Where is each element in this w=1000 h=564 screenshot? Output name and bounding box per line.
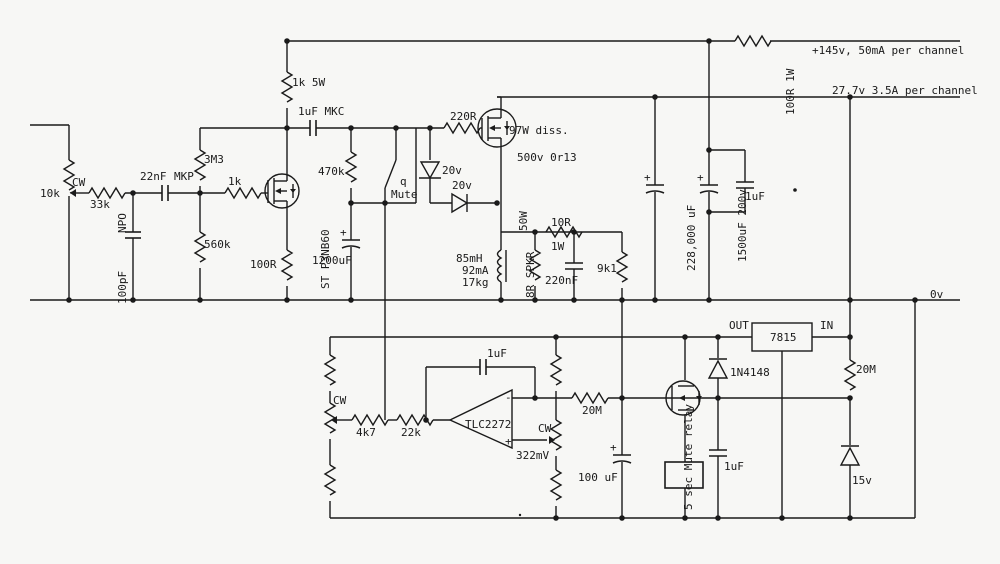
r-10r-watt: 1W [551,240,565,253]
c-1500uf-label: 1500uF 200v [736,189,749,262]
diode-label: 1N4148 [730,366,770,379]
c-1500uf-plus: + [697,171,704,184]
q2-mosfet [477,97,517,232]
c-1200uf-label: 1200uF [312,254,352,267]
regulator-in: IN [820,319,833,332]
r-1k-label: 1k [228,175,242,188]
q2-rating: 500v 0r13 [517,151,577,164]
r-33k-label: 33k [90,198,110,211]
r-20m-fb-label: 20M [582,404,602,417]
mute-switch[interactable] [384,128,416,420]
q1-mosfet [264,165,300,250]
c-npo-type: NPO [116,213,129,233]
r-560k-label: 560k [204,238,231,251]
input-pot-cw: CW [72,176,86,189]
r-9k1-label: 9k1 [597,262,617,275]
opamp-plus: + [505,435,512,448]
spkr-inductance: 85mH [456,252,483,265]
c-1uf-mkc-label: 1uF MKC [298,105,344,118]
c-1uf-hv-label: 1uF [745,190,765,203]
bias-pot-cw: CW [333,394,347,407]
opamp-tlc2272 [448,388,572,450]
r-10r-label: 10R [551,216,571,229]
regulator-out: OUT [729,319,749,332]
q1-label: ST P3NB60 [319,229,332,289]
spkr-mass: 17kg [462,276,489,289]
c-1uf-r-label: 1uF [724,460,744,473]
hv-rail [287,35,960,47]
regulator-label: 7815 [770,331,797,344]
r-100r-label: 100R [250,258,277,271]
ref-pot-cw: CW [538,422,552,435]
lv-rail-label: 27.7v 3.5A per channel [832,84,978,97]
mute-label: Mute [391,188,418,201]
c-22nf-type: MKP [174,170,194,183]
c-100uf-plus: + [610,441,617,454]
c-22nf-value: 22nF [140,170,167,183]
r-1k5w-label: 1k 5W [292,76,325,89]
r-100r1w-label: 100R 1W [784,68,797,115]
opamp-minus: - [505,391,512,404]
c-npo-value: 100pF [116,271,129,304]
r-3m3-label: 3M3 [204,153,224,166]
input-pot-value: 10k [40,187,60,200]
junction-dots [66,38,918,521]
zener-b-label: 20v [452,179,472,192]
r-220r-label: 220R [450,110,477,123]
c-1uf-fb-label: 1uF [487,347,507,360]
input-pot [30,124,77,300]
r-4k7-label: 4k7 [356,426,376,439]
ground-label: 0v [930,288,944,301]
spkr-current: 92mA [462,264,489,277]
q2-dissipation: 97W diss. [509,124,569,137]
c-220nf-label: 220nF [545,274,578,287]
relay-mosfet [665,380,702,416]
r-22k-label: 22k [401,426,421,439]
r-20m-label: 20M [856,363,876,376]
zener-a-label: 20v [442,164,462,177]
c-100uf-label: 100 uF [578,471,618,484]
opamp-label: TLC2272 [465,418,511,431]
mute-relay-coil [664,461,704,489]
relay-label: 5 sec Mute relay [682,404,695,510]
spkr-power: 50W [517,211,530,231]
hv-rail-label: +145v, 50mA per channel [812,44,964,57]
zener-15v-label: 15v [852,474,872,487]
c-228k-label: 228,000 uF [685,205,698,271]
r-470k-label: 470k [318,165,345,178]
c-228k-plus: + [644,171,651,184]
mute-pole-label: q [400,175,407,188]
c-1200uf-plus: + [340,226,347,239]
ref-voltage: 322mV [516,449,549,462]
spkr-label: 8R SPKR [524,251,537,298]
